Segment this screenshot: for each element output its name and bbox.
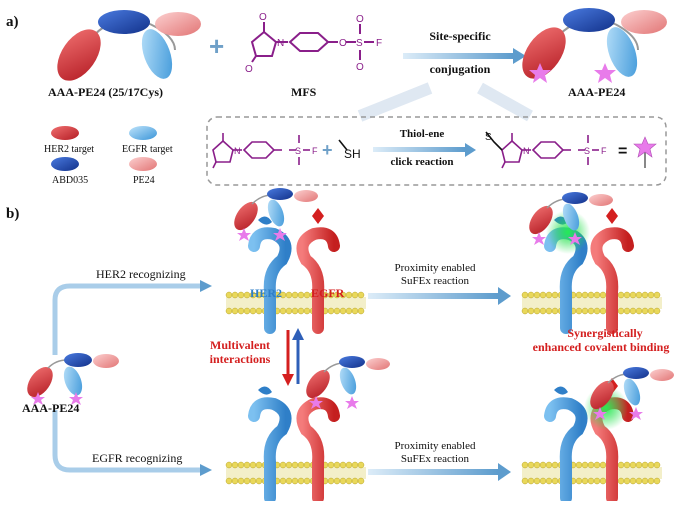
- receptors: [248, 208, 634, 504]
- bound-protein-her2: [234, 188, 318, 241]
- panel-a-label: a): [6, 14, 19, 30]
- egfr-receptor: [590, 208, 634, 334]
- mfs-o-atom: O: [259, 12, 267, 23]
- egfr-path-label: EGFR recognizing: [92, 451, 183, 465]
- her2-receptor-label: HER2: [250, 286, 283, 300]
- protein-aaa-pe24-labeled: [522, 8, 667, 79]
- mfs-s-atom: S: [356, 38, 363, 49]
- mfs-o-atom: O: [339, 38, 347, 49]
- box-mfs-f-atom: F: [312, 146, 318, 156]
- product-thioether: [485, 131, 503, 151]
- mfs-molecule: [250, 22, 374, 63]
- branch-arrow-her2: [52, 283, 200, 355]
- proximity-top-label-1: Proximity enabled: [394, 262, 476, 274]
- her2-receptor: [248, 386, 292, 504]
- star-icon: [594, 63, 616, 83]
- multivalent-label-2: interactions: [209, 352, 271, 366]
- thiol-ene-label-1: Thiol-ene: [399, 128, 445, 140]
- legend-her2-label: HER2 target: [44, 144, 95, 155]
- mfs-o-atom: O: [356, 62, 364, 73]
- reagent-label: MFS: [291, 85, 317, 99]
- thiol-label: SH: [344, 147, 361, 161]
- star-legend-icon: [633, 136, 657, 168]
- bound-proteins: [234, 188, 674, 430]
- legend-abd-swatch: [51, 157, 79, 171]
- proximity-arrow-bottom: [368, 469, 498, 475]
- her2-path-label: HER2 recognizing: [96, 267, 186, 281]
- legend-egfr-label: EGFR target: [122, 144, 173, 155]
- multivalent-label-1: Multivalent: [210, 338, 270, 352]
- proximity-bottom-label-2: SuFEx reaction: [400, 453, 470, 465]
- thiol-ene-arrow: [373, 147, 465, 152]
- protein-label: AAA-PE24 (25/17Cys): [48, 85, 163, 99]
- branch-arrow-egfr: [52, 410, 200, 473]
- product-s-atom: S: [485, 132, 492, 143]
- proximity-top-label-2: SuFEx reaction: [400, 275, 470, 287]
- egfr-domain: [141, 29, 173, 79]
- legend-abd-label: ABD035: [52, 175, 89, 186]
- pe24-domain: [155, 12, 201, 36]
- protein-aaa-pe24-unlabeled: [57, 10, 201, 81]
- lipid-bilayer: [521, 461, 662, 485]
- step-label-2: conjugation: [429, 62, 491, 76]
- synergy-label-2: enhanced covalent binding: [532, 340, 670, 354]
- synergy-label-1: Synergistically: [567, 326, 643, 340]
- box-mfs-n-atom: N: [234, 146, 241, 156]
- step-label-1: Site-specific: [429, 29, 491, 43]
- bound-protein-her2-reacted: [529, 192, 613, 245]
- her2-receptor: [544, 386, 588, 504]
- start-label: AAA-PE24: [22, 401, 80, 415]
- star-icon: [529, 63, 551, 83]
- box-product-molecule: [501, 133, 599, 169]
- zoom-funnel: [357, 82, 533, 122]
- proximity-arrow-top: [368, 293, 498, 299]
- thiol-bond: [338, 139, 348, 151]
- egfr-receptor-label: EGFR: [311, 286, 345, 300]
- proximity-bottom-label-1: Proximity enabled: [394, 440, 476, 452]
- product-s-atom: S: [584, 146, 590, 156]
- egfr-receptor: [296, 208, 340, 334]
- legend-egfr-swatch: [129, 126, 157, 140]
- box-plus-sign: +: [322, 140, 333, 160]
- protein-start: [27, 353, 119, 405]
- abd035-domain: [98, 10, 150, 34]
- product-f-atom: F: [601, 146, 607, 156]
- mfs-o-atom: O: [356, 14, 364, 25]
- box-mfs-s-atom: S: [295, 146, 301, 156]
- reaction-box: [206, 116, 667, 186]
- thiol-ene-label-2: click reaction: [390, 156, 454, 168]
- mfs-o-atom: O: [245, 64, 253, 75]
- lipid-bilayer: [521, 291, 662, 315]
- panel-b-label: b): [6, 206, 20, 222]
- mfs-n-atom: N: [277, 38, 284, 49]
- lipid-bilayer: [225, 291, 366, 315]
- legend-pe24-swatch: [129, 157, 157, 171]
- her2-domain: [57, 29, 101, 81]
- plus-sign: +: [209, 31, 224, 61]
- bound-protein-egfr: [306, 356, 390, 409]
- box-mfs-molecule: [212, 133, 310, 169]
- legend-pe24-label: PE24: [133, 175, 155, 186]
- mfs-f-atom: F: [376, 38, 382, 49]
- equals-sign: =: [618, 143, 627, 160]
- product-label: AAA-PE24: [568, 85, 626, 99]
- bound-protein-egfr-reacted: [590, 367, 674, 420]
- product-n-atom: N: [523, 146, 530, 156]
- lipid-bilayer: [225, 461, 366, 485]
- conjugation-arrow: [403, 53, 513, 59]
- her2-receptor: [248, 216, 292, 334]
- legend-her2-swatch: [51, 126, 79, 140]
